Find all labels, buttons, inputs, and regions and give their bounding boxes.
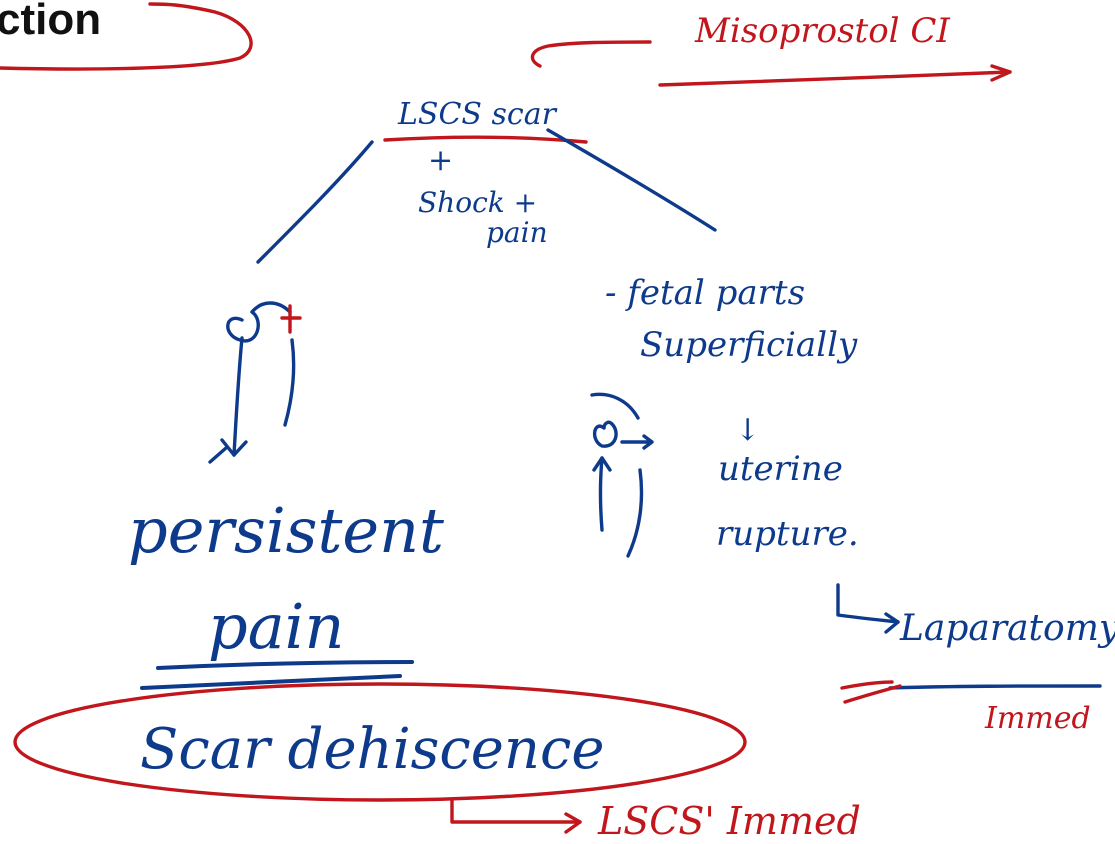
fetal-parts-label: - fetal parts <box>605 273 805 313</box>
rupture-label: rupture. <box>716 514 859 554</box>
misoprostol-arrowhead <box>990 64 1012 82</box>
pain-small-label: pain <box>486 216 548 249</box>
fetal-small-head-icon <box>593 420 618 448</box>
persistent-label: persistent <box>128 494 444 567</box>
laparotomy-label: Laparatomy <box>899 608 1115 649</box>
uterine-label: uterine <box>718 449 843 489</box>
laparotomy-red-mark <box>843 684 902 704</box>
laparotomy-arrowhead <box>884 612 900 634</box>
left-arrow-head <box>220 438 248 457</box>
lscs-scar-label: LSCS scar <box>397 97 558 132</box>
fetal-arc-top <box>590 392 640 420</box>
fetal-head-icon <box>226 301 292 343</box>
plus-sign: + <box>428 143 453 178</box>
pain-large-label: pain <box>208 590 344 663</box>
left-arrow-shaft <box>232 336 244 457</box>
fetal-right-arrow <box>620 434 654 450</box>
scar-dehiscence-label: Scar dehiscence <box>140 717 604 782</box>
misoprostol-ci-note: Misoprostol CI <box>694 11 950 51</box>
scar-dehiscence-oval <box>13 682 747 802</box>
fetal-up-arrow-shaft <box>598 456 604 532</box>
laparotomy-elbow-arrow <box>836 583 900 624</box>
lscs-immed-arrowhead <box>564 812 582 834</box>
laparotomy-red-mark-2 <box>840 680 894 690</box>
misoprostol-underline <box>658 70 1012 87</box>
fetal-right-arc <box>626 468 644 558</box>
left-branch-line <box>256 140 374 264</box>
fetal-up-arrow-head <box>592 456 612 472</box>
down-arrow-mark: ↓ <box>735 413 760 448</box>
shock-label: Shock + <box>418 186 537 219</box>
superficially-label: Superficially <box>640 325 858 365</box>
pain-underline-1 <box>156 660 414 670</box>
misoprostol-arrow-left <box>530 40 652 68</box>
red-cross-mark <box>280 304 302 334</box>
lscs-immed-arrow <box>450 798 582 824</box>
left-arc-line <box>283 338 296 427</box>
laparotomy-immed-label: Immed <box>984 701 1091 736</box>
title-highlight-loop <box>0 2 253 71</box>
right-branch-line <box>546 128 717 232</box>
left-tick-mark <box>208 446 228 464</box>
slide-title-fragment: ction <box>0 0 101 44</box>
lscs-scar-underline <box>383 135 588 144</box>
pain-underline-2 <box>140 674 402 690</box>
lscs-immed-label: LSCS' Immed <box>597 799 861 843</box>
laparotomy-underline <box>888 684 1102 690</box>
